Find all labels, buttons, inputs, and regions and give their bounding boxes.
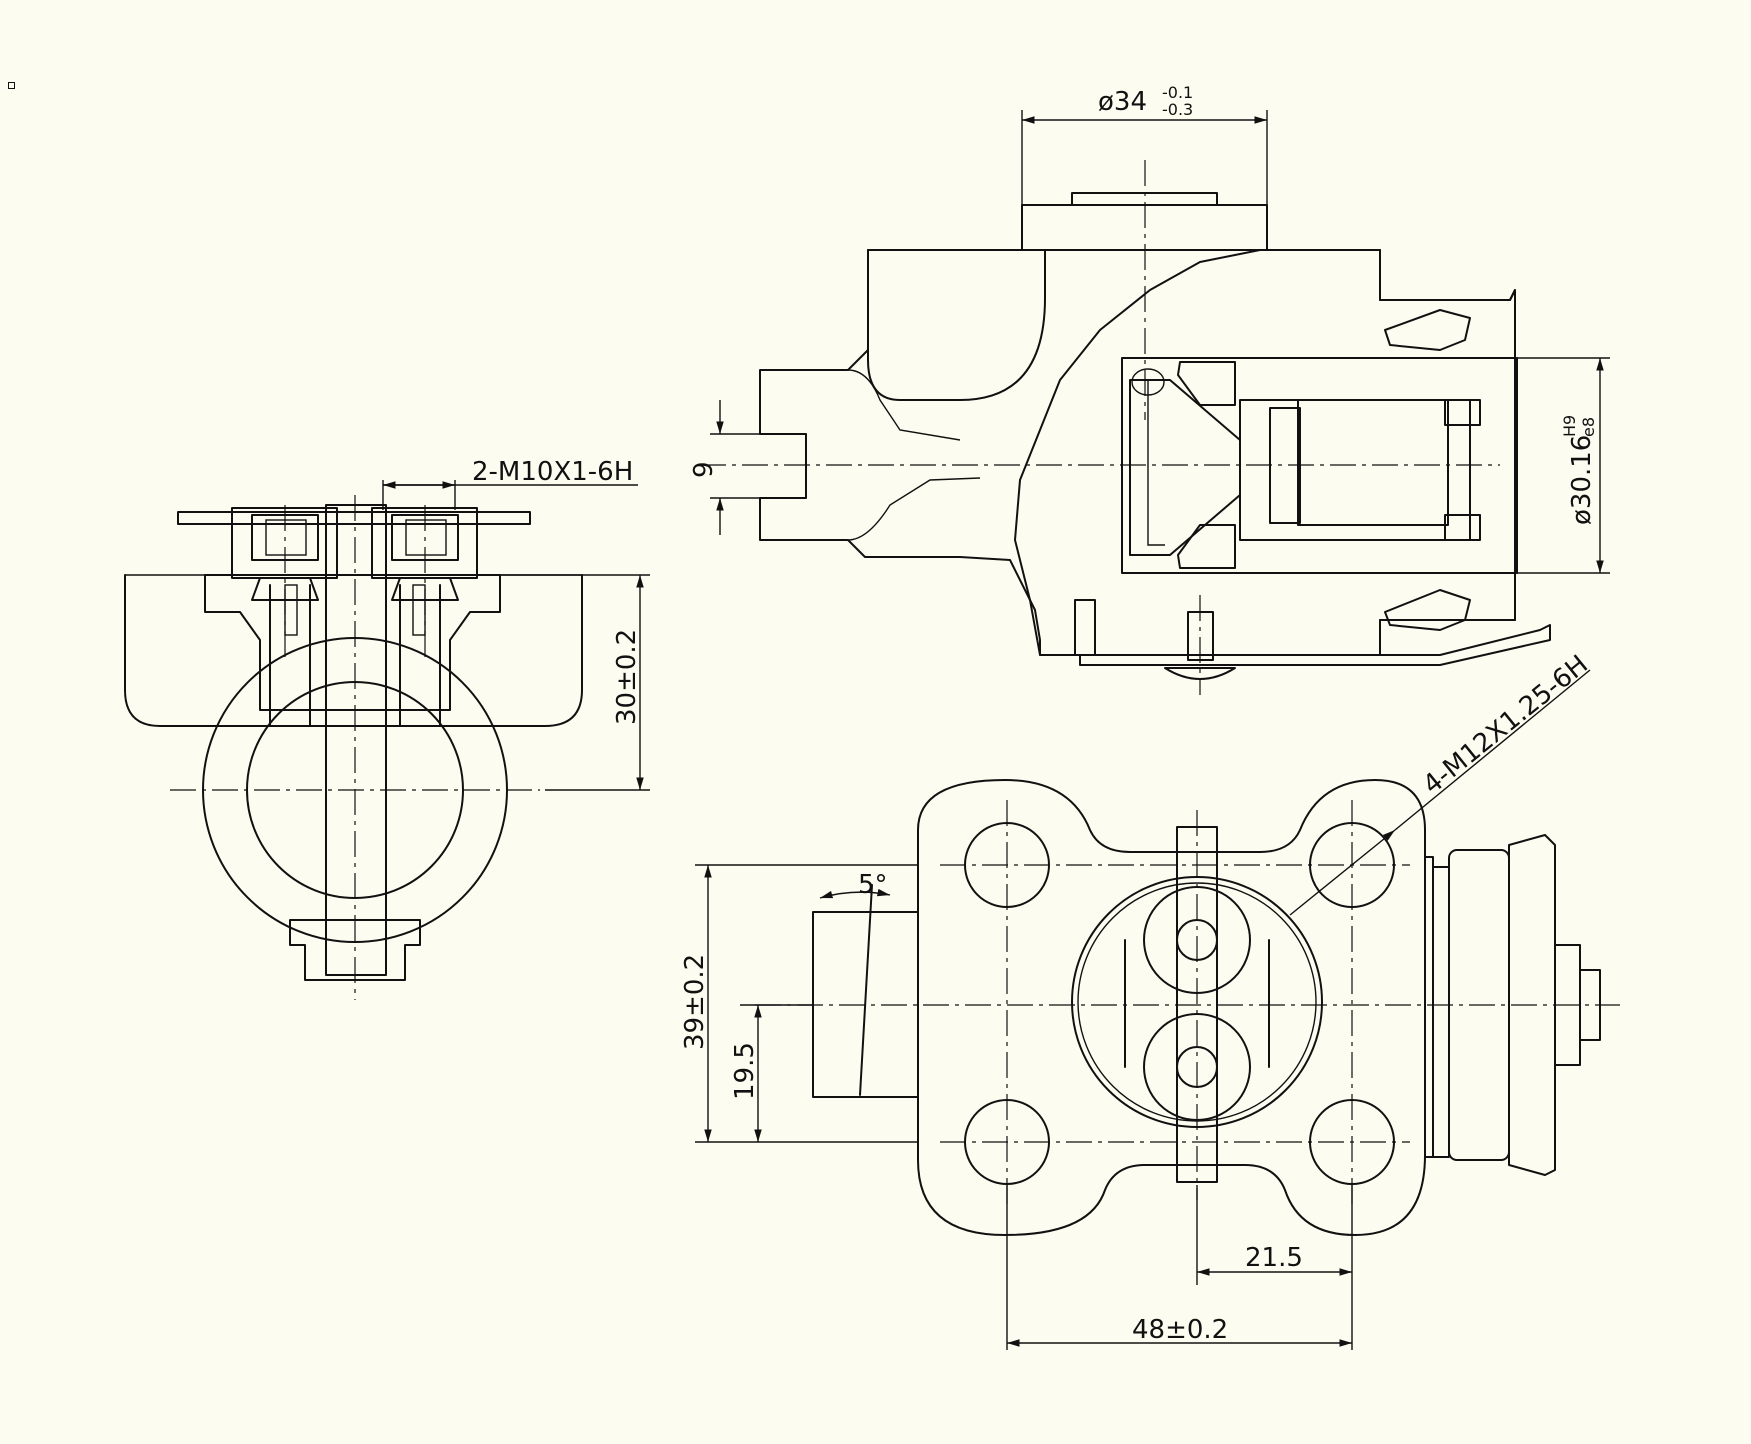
height-30-label: 30±0.2 (612, 629, 642, 725)
thread-2-label: 2-M10X1-6H (472, 457, 633, 487)
height-39-label: 39±0.2 (680, 954, 710, 1050)
width-9-label: 9 (689, 461, 719, 478)
width-48-label: 48±0.2 (1132, 1315, 1228, 1345)
diameter-34-upper-tol: -0.1 (1162, 83, 1193, 102)
thread-4-label: 4-M12X1.25-6H (1418, 650, 1594, 801)
diameter-30-fit-lower: e8 (1579, 417, 1598, 437)
diameter-30-label: ø30.16 (1567, 435, 1597, 525)
corner-marker-icon (8, 82, 15, 89)
height-19-5-label: 19.5 (730, 1042, 760, 1100)
diameter-30-fit-upper: H9 (1560, 415, 1579, 437)
top-section-view (700, 110, 1610, 695)
left-section-view (124, 480, 650, 1000)
angle-5-label: 5° (858, 870, 888, 900)
front-view (695, 669, 1620, 1350)
width-21-5-label: 21.5 (1245, 1243, 1303, 1273)
diameter-34-label: ø34 (1098, 87, 1147, 117)
diameter-34-lower-tol: -0.3 (1162, 100, 1193, 119)
